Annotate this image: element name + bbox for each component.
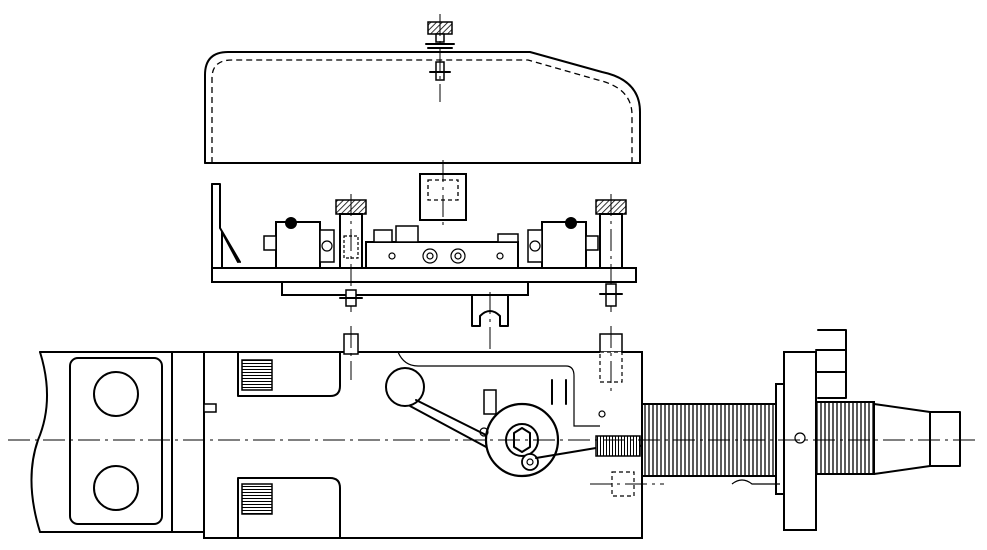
- spindle-icon: [641, 329, 961, 531]
- plate-icon: [211, 160, 637, 380]
- body-icon: [30, 326, 688, 539]
- cover-icon: [204, 14, 641, 164]
- cover-knob-icon: [425, 14, 455, 102]
